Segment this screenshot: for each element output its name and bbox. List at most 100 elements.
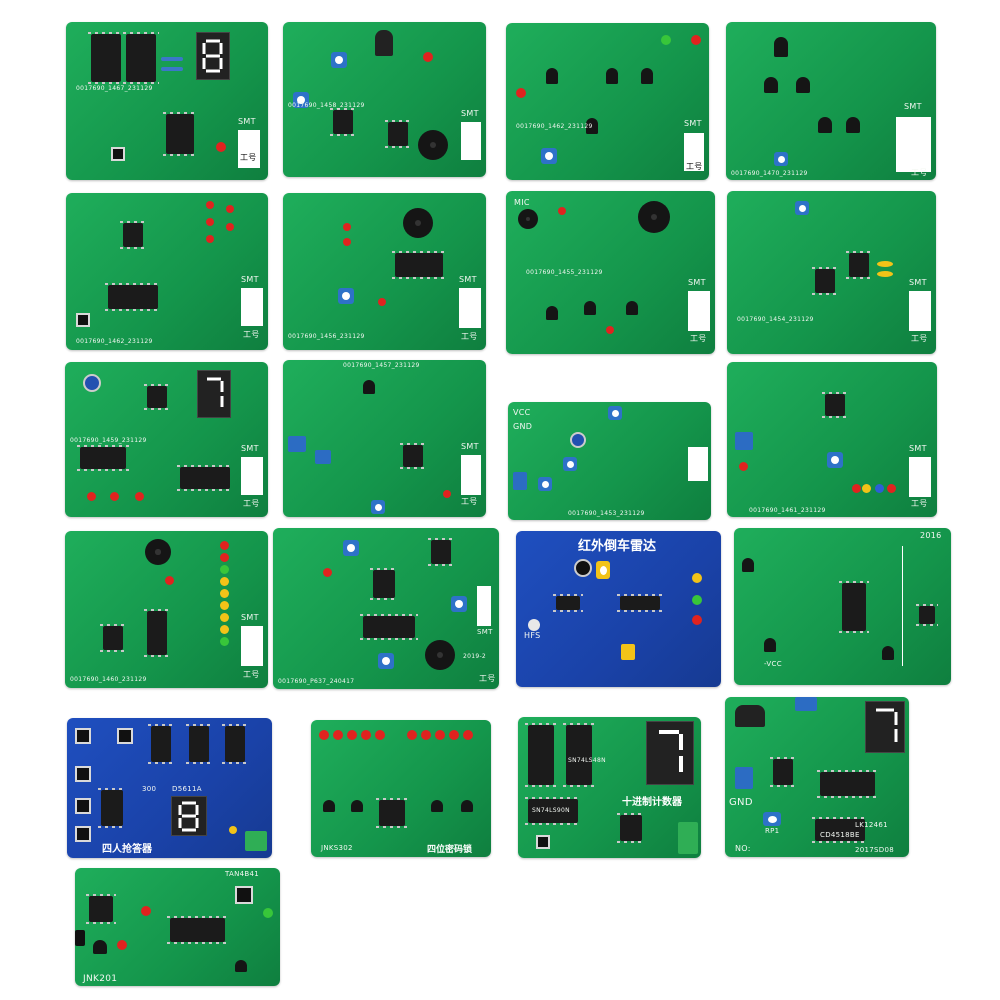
ic-chip bbox=[839, 581, 869, 633]
transistor bbox=[461, 800, 473, 812]
board-label: SMT bbox=[241, 613, 259, 622]
ic-chip bbox=[563, 723, 595, 787]
terminal-block bbox=[678, 822, 698, 854]
led-yellow bbox=[877, 271, 893, 277]
potentiometer bbox=[378, 653, 394, 669]
board-label: SMT bbox=[909, 278, 927, 287]
board-label: 工号 bbox=[479, 674, 496, 683]
ic-chip bbox=[916, 604, 938, 626]
push-button bbox=[111, 147, 125, 161]
board-label: D5611A bbox=[172, 785, 202, 793]
board-label: 0017690_1462_231129 bbox=[76, 338, 153, 345]
led-red bbox=[423, 52, 433, 62]
led-red bbox=[852, 484, 861, 493]
pcb-board: 2016 -VCC bbox=[734, 528, 951, 685]
ic-chip bbox=[360, 614, 418, 640]
ic-chip bbox=[144, 609, 170, 657]
board-label: 工号 bbox=[243, 499, 260, 508]
potentiometer bbox=[563, 457, 577, 471]
led-red bbox=[347, 730, 357, 740]
ic-chip bbox=[177, 465, 233, 491]
board-label: 0017690_1453_231129 bbox=[568, 510, 645, 517]
buzzer bbox=[425, 640, 455, 670]
pcb-board: 0017690_1457_231129 SMT 工号 bbox=[283, 360, 486, 517]
ic-chip bbox=[123, 32, 159, 84]
terminal-block bbox=[245, 831, 267, 851]
ic-chip bbox=[822, 392, 848, 418]
board-label: RP1 bbox=[765, 827, 780, 835]
silkscreen-box bbox=[241, 626, 263, 666]
seven-segment-display bbox=[197, 370, 231, 418]
transistor bbox=[626, 301, 638, 315]
led-red bbox=[378, 298, 386, 306]
ic-chip bbox=[428, 538, 454, 566]
led-red bbox=[226, 205, 234, 213]
push-button bbox=[536, 835, 550, 849]
board-label: SMT bbox=[904, 102, 922, 111]
jack-connector bbox=[75, 930, 85, 946]
board-label: MIC bbox=[514, 198, 530, 207]
board-title: 四人抢答器 bbox=[102, 844, 152, 855]
buzzer bbox=[145, 539, 171, 565]
board-title: 红外倒车雷达 bbox=[578, 539, 657, 554]
transistor bbox=[742, 558, 754, 572]
board-label: SMT bbox=[688, 278, 706, 287]
capacitor bbox=[83, 374, 101, 392]
ic-chip bbox=[98, 788, 126, 828]
board-label: SMT bbox=[461, 442, 479, 451]
led-red bbox=[421, 730, 431, 740]
board-label: -VCC bbox=[764, 660, 782, 668]
led-yellow bbox=[220, 601, 229, 610]
transistor bbox=[764, 77, 778, 93]
potentiometer bbox=[451, 596, 467, 612]
led-red bbox=[220, 541, 229, 550]
transistor bbox=[846, 117, 860, 133]
board-label: 2017SD08 bbox=[855, 846, 894, 854]
led-red bbox=[558, 207, 566, 215]
board-label: VCC bbox=[513, 408, 531, 417]
potentiometer bbox=[774, 152, 788, 166]
ic-chip bbox=[148, 724, 174, 764]
ic-chip bbox=[86, 894, 116, 924]
board-label: 工号 bbox=[911, 334, 928, 343]
board-label: 0017690_1454_231129 bbox=[737, 316, 814, 323]
ic-chip bbox=[167, 916, 228, 944]
potentiometer bbox=[293, 92, 309, 108]
ic-chip bbox=[77, 445, 129, 471]
led-yellow bbox=[692, 573, 702, 583]
led-red bbox=[692, 615, 702, 625]
led-red bbox=[516, 88, 526, 98]
board-label: SMT bbox=[238, 117, 256, 126]
transistor bbox=[796, 77, 810, 93]
push-button bbox=[75, 826, 91, 842]
led-red bbox=[226, 223, 234, 231]
board-label: SMT bbox=[909, 444, 927, 453]
led-yellow bbox=[877, 261, 893, 267]
silkscreen-box bbox=[459, 288, 481, 328]
pcb-board: 红外倒车雷达 HFS bbox=[516, 531, 721, 687]
pcb-board: 0017690_1454_231129 SMT 工号 bbox=[727, 191, 936, 354]
silkscreen-box bbox=[461, 122, 481, 160]
pcb-board: VCC GND 0017690_1453_231129 bbox=[508, 402, 711, 520]
silkscreen-box bbox=[688, 447, 708, 481]
led-red bbox=[435, 730, 445, 740]
led-yellow bbox=[220, 589, 229, 598]
pcb-board: GND CD4518BE LK12461 2017SD08 NO: RP1 bbox=[725, 697, 909, 857]
terminal-block bbox=[621, 644, 635, 660]
board-label: SMT bbox=[477, 628, 493, 636]
led-red bbox=[606, 326, 614, 334]
board-label: SMT bbox=[241, 275, 259, 284]
led-green bbox=[692, 595, 702, 605]
board-label: SMT bbox=[461, 109, 479, 118]
board-label: NO: bbox=[735, 844, 751, 853]
ic-chip bbox=[525, 723, 557, 787]
ic-chip bbox=[370, 568, 398, 600]
led-red bbox=[443, 490, 451, 498]
board-label: 2016 bbox=[920, 531, 942, 540]
led-red bbox=[206, 201, 214, 209]
ic-chip bbox=[385, 120, 411, 148]
push-button bbox=[75, 798, 91, 814]
led-yellow bbox=[220, 613, 229, 622]
pcb-board: 0017690_1460_231129 SMT 工号 bbox=[65, 531, 268, 688]
pcb-board: 四人抢答器 D5611A 300 bbox=[67, 718, 272, 858]
